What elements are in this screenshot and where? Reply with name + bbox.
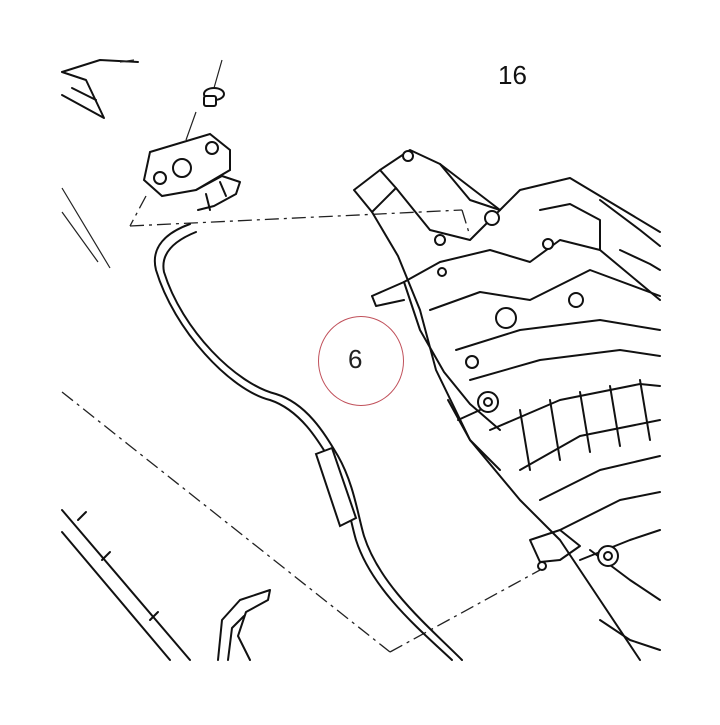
lever-part: [217, 589, 271, 661]
cable: [153, 223, 463, 661]
left-housing-edge: [61, 187, 191, 661]
handle-assembly: [353, 149, 661, 661]
cable-bracket: [129, 132, 241, 227]
fasteners: [402, 150, 619, 571]
callout-circle: [318, 316, 404, 406]
callout-label: 6: [348, 344, 363, 374]
page-number: 16: [498, 60, 527, 90]
screw: [185, 59, 225, 141]
alignment-lines: [61, 209, 541, 653]
partial-part-top-left: [61, 59, 139, 119]
